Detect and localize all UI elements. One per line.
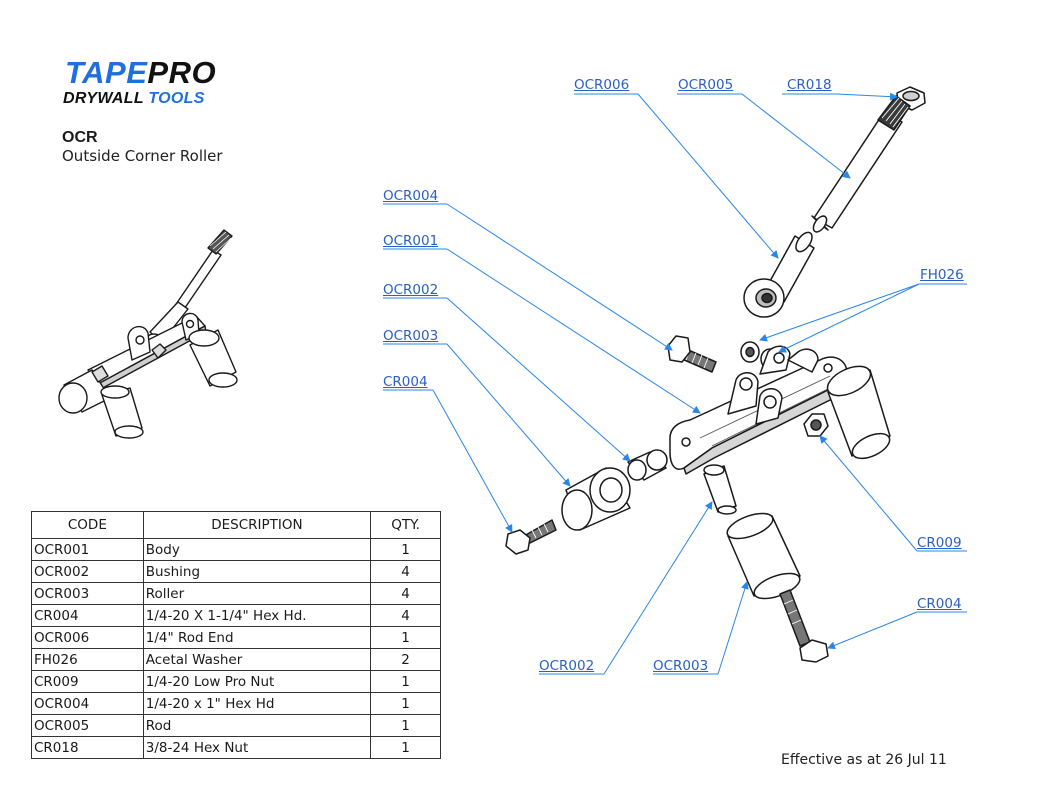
cell-code: OCR002 bbox=[31, 560, 144, 583]
cell-description: 1/4-20 Low Pro Nut bbox=[142, 670, 372, 693]
callout-cr009[interactable]: CR009 bbox=[917, 535, 962, 551]
callout-ocr002-bottom[interactable]: OCR002 bbox=[539, 658, 595, 674]
part-ocr002-bushing-a bbox=[627, 449, 668, 481]
part-ocr003-roller-b bbox=[726, 512, 801, 600]
cell-description: Roller bbox=[142, 582, 372, 605]
product-name: Outside Corner Roller bbox=[62, 147, 223, 165]
parts-table-header: CODE DESCRIPTION QTY. bbox=[31, 511, 441, 539]
header-qty: QTY. bbox=[370, 511, 441, 539]
part-right-roller bbox=[826, 365, 891, 460]
part-ocr002-bushing-b bbox=[703, 464, 737, 515]
cell-description: Rod bbox=[142, 714, 372, 737]
cell-qty: 1 bbox=[370, 692, 441, 715]
table-row: CR009 1/4-20 Low Pro Nut 1 bbox=[31, 670, 441, 693]
table-row: OCR003 Roller 4 bbox=[31, 582, 441, 605]
table-row: CR004 1/4-20 X 1-1/4" Hex Hd. 4 bbox=[31, 604, 441, 627]
logo-tag-b: TOOLS bbox=[148, 90, 205, 107]
part-cr004-bolt-a bbox=[505, 519, 557, 555]
table-row: OCR006 1/4" Rod End 1 bbox=[31, 626, 441, 649]
cell-qty: 4 bbox=[370, 582, 441, 605]
callout-cr018[interactable]: CR018 bbox=[787, 77, 832, 93]
cell-description: 1/4-20 X 1-1/4" Hex Hd. bbox=[142, 604, 372, 627]
logo-wordmark: TAPEPRO bbox=[65, 56, 216, 90]
cell-code: OCR001 bbox=[31, 538, 144, 561]
cell-code: CR018 bbox=[31, 736, 144, 759]
callout-cr004-right[interactable]: CR004 bbox=[917, 596, 962, 612]
leader-lines bbox=[383, 92, 967, 675]
assembled-view bbox=[58, 229, 238, 439]
parts-table: CODE DESCRIPTION QTY. OCR001 Body 1 OCR0… bbox=[31, 511, 441, 759]
table-row: OCR001 Body 1 bbox=[31, 538, 441, 561]
cell-code: OCR005 bbox=[31, 714, 144, 737]
cell-description: 3/8-24 Hex Nut bbox=[142, 736, 372, 759]
header-code: CODE bbox=[31, 511, 144, 539]
logo-brand-b: PRO bbox=[147, 55, 217, 90]
cell-description: 1/4-20 x 1" Hex Hd bbox=[142, 692, 372, 715]
part-ocr003-roller-a bbox=[561, 467, 631, 531]
table-row: OCR005 Rod 1 bbox=[31, 714, 441, 737]
callout-ocr006[interactable]: OCR006 bbox=[574, 77, 630, 93]
exploded-parts bbox=[505, 86, 926, 663]
part-ocr005-rod bbox=[811, 95, 911, 233]
callout-ocr004[interactable]: OCR004 bbox=[383, 188, 439, 204]
cell-description: Body bbox=[142, 538, 372, 561]
table-row: FH026 Acetal Washer 2 bbox=[31, 648, 441, 671]
cell-qty: 2 bbox=[370, 648, 441, 671]
part-ocr001-body bbox=[669, 345, 848, 475]
cell-description: Acetal Washer bbox=[142, 648, 372, 671]
logo-tagline: DRYWALL TOOLS bbox=[63, 90, 216, 108]
callout-cr004-left[interactable]: CR004 bbox=[383, 374, 428, 390]
product-code: OCR bbox=[62, 129, 98, 146]
cell-qty: 4 bbox=[370, 604, 441, 627]
cell-code: OCR006 bbox=[31, 626, 144, 649]
tapepro-logo: TAPEPRO DRYWALL TOOLS bbox=[63, 56, 216, 108]
callout-ocr001[interactable]: OCR001 bbox=[383, 233, 439, 249]
part-cr009-nut bbox=[803, 413, 829, 437]
cell-code: OCR004 bbox=[31, 692, 144, 715]
part-cr004-bolt-b bbox=[779, 589, 829, 663]
logo-brand-a: TAPE bbox=[65, 55, 148, 90]
table-row: OCR004 1/4-20 x 1" Hex Hd 1 bbox=[31, 692, 441, 715]
cell-code: CR004 bbox=[31, 604, 144, 627]
effective-date: Effective as at 26 Jul 11 bbox=[781, 752, 947, 768]
part-ocr004-bolt bbox=[667, 335, 717, 373]
table-row: CR018 3/8-24 Hex Nut 1 bbox=[31, 736, 441, 759]
callout-fh026[interactable]: FH026 bbox=[920, 267, 964, 283]
cell-description: Bushing bbox=[142, 560, 372, 583]
cell-description: 1/4" Rod End bbox=[142, 626, 372, 649]
cell-code: OCR003 bbox=[31, 582, 144, 605]
cell-qty: 1 bbox=[370, 670, 441, 693]
header-description: DESCRIPTION bbox=[142, 511, 372, 539]
cell-qty: 4 bbox=[370, 560, 441, 583]
part-ocr006-rod-end bbox=[743, 231, 815, 318]
callout-ocr002-top[interactable]: OCR002 bbox=[383, 282, 439, 298]
logo-tag-a: DRYWALL bbox=[63, 90, 149, 107]
callout-ocr003-bottom[interactable]: OCR003 bbox=[653, 658, 709, 674]
cell-code: CR009 bbox=[31, 670, 144, 693]
callout-ocr003-top[interactable]: OCR003 bbox=[383, 328, 439, 344]
cell-qty: 1 bbox=[370, 626, 441, 649]
cell-qty: 1 bbox=[370, 714, 441, 737]
callout-ocr005[interactable]: OCR005 bbox=[678, 77, 734, 93]
cell-qty: 1 bbox=[370, 538, 441, 561]
table-row: OCR002 Bushing 4 bbox=[31, 560, 441, 583]
cell-qty: 1 bbox=[370, 736, 441, 759]
cell-code: FH026 bbox=[31, 648, 144, 671]
